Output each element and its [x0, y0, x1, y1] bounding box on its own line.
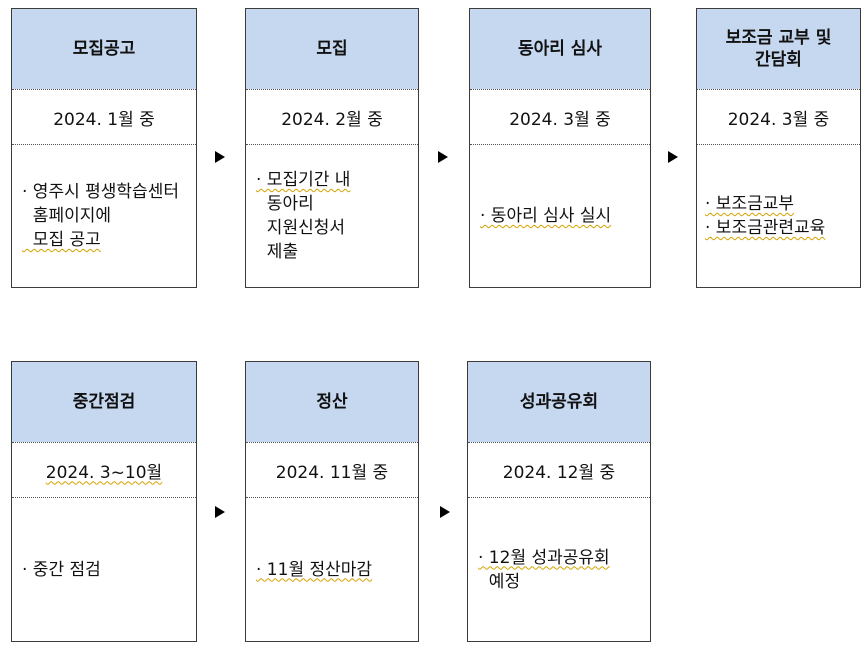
step-item: · 중간 점검 [22, 559, 101, 580]
step-date: 2024. 3~10월 [12, 442, 196, 498]
step-title: 동아리 심사 [470, 9, 650, 89]
step-item: · 12월 성과공유회 [478, 547, 610, 568]
step-item: · 동아리 심사 실시 [480, 206, 612, 226]
step-item: 모집 공고 [22, 230, 101, 250]
step-item: · 모집기간 내 [256, 170, 351, 190]
flow-arrow-icon [215, 151, 225, 163]
flow-arrow-icon [440, 506, 450, 518]
step-body: · 12월 성과공유회 예정 [468, 498, 650, 641]
step-date: 2024. 11월 중 [246, 442, 418, 498]
step-title: 모집 [246, 9, 418, 89]
step-card-4: 보조금 교부 및 간담회 2024. 3월 중 · 보조금교부 · 보조금관련교… [696, 8, 861, 288]
step-date: 2024. 12월 중 [468, 442, 650, 498]
step-card-2: 모집 2024. 2월 중 · 모집기간 내 동아리 지원신청서 제출 [245, 8, 419, 288]
step-title: 모집공고 [12, 9, 196, 89]
step-body: · 중간 점검 [12, 498, 196, 641]
step-card-6: 정산 2024. 11월 중 · 11월 정산마감 [245, 361, 419, 642]
flow-arrow-icon [668, 151, 678, 163]
step-card-5: 중간점검 2024. 3~10월 · 중간 점검 [11, 361, 197, 642]
step-card-7: 성과공유회 2024. 12월 중 · 12월 성과공유회 예정 [467, 361, 651, 642]
flow-arrow-icon [215, 506, 225, 518]
step-item: · 보조금관련교육 [705, 218, 826, 238]
step-item: 동아리 [256, 194, 314, 214]
step-item: · 보조금교부 [705, 194, 795, 214]
step-title: 보조금 교부 및 간담회 [697, 9, 860, 89]
step-item: 홈페이지에 [22, 206, 112, 226]
step-body: · 11월 정산마감 [246, 498, 418, 641]
step-item: · 영주시 평생학습센터 [22, 182, 179, 202]
step-item: · 11월 정산마감 [256, 559, 373, 580]
step-date: 2024. 2월 중 [246, 89, 418, 145]
step-title: 정산 [246, 362, 418, 442]
flow-arrow-icon [438, 151, 448, 163]
step-item: 예정 [478, 571, 521, 592]
step-date: 2024. 1월 중 [12, 89, 196, 145]
step-body: · 영주시 평생학습센터 홈페이지에 모집 공고 [12, 145, 196, 287]
step-item: 지원신청서 [256, 218, 346, 238]
step-body: · 동아리 심사 실시 [470, 145, 650, 287]
step-body: · 모집기간 내 동아리 지원신청서 제출 [246, 145, 418, 287]
step-item: 제출 [256, 242, 299, 262]
step-title: 성과공유회 [468, 362, 650, 442]
step-card-3: 동아리 심사 2024. 3월 중 · 동아리 심사 실시 [469, 8, 651, 288]
step-date: 2024. 3월 중 [697, 89, 860, 145]
step-body: · 보조금교부 · 보조금관련교육 [697, 145, 860, 287]
step-title: 중간점검 [12, 362, 196, 442]
step-card-1: 모집공고 2024. 1월 중 · 영주시 평생학습센터 홈페이지에 모집 공고 [11, 8, 197, 288]
step-date: 2024. 3월 중 [470, 89, 650, 145]
